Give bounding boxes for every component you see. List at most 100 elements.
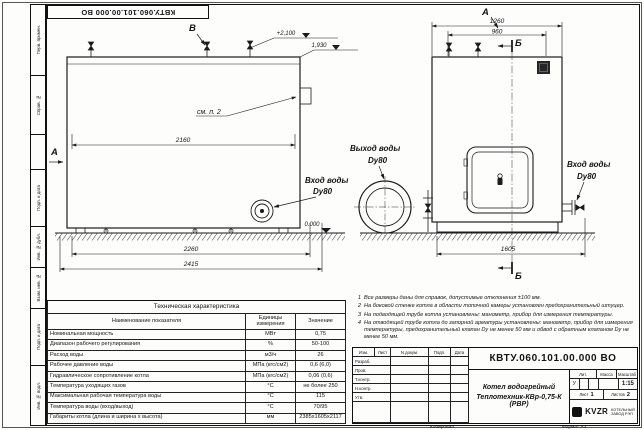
sheet-label: Лист: [579, 392, 589, 397]
top-valve-icon: [445, 42, 482, 57]
company-name: КОТЕЛЬНЫЙ ЗАВОД РЭП: [611, 408, 635, 416]
tech-cell: °С: [245, 402, 296, 414]
dim-1605-lines: [436, 218, 586, 257]
empty-cell: [451, 366, 469, 375]
margin-label: Инв. № дубл.: [35, 233, 41, 261]
rev-header-sign: Подп.: [429, 348, 451, 357]
note-number: 3: [357, 311, 361, 318]
tech-cell: Габариты котла (длина и ширина х высота): [47, 412, 246, 424]
furnace-door: [463, 146, 534, 214]
tech-cell: 70/95: [294, 402, 347, 414]
tech-cell: МПа (кгс/см2): [245, 360, 296, 372]
see-note-callout: см. п. 2: [197, 109, 221, 116]
view-letter-b: В: [189, 23, 196, 34]
section-letter-top: Б: [515, 38, 522, 49]
see-note-leader: [226, 96, 297, 117]
tech-cell: МПа (кгс/см2): [245, 370, 296, 383]
tech-cell: %: [245, 339, 296, 351]
empty-cell: [353, 402, 391, 423]
inlet-stub-icon: [562, 200, 585, 215]
margin-label: Справ. №: [35, 94, 41, 116]
sheet-value: 1: [590, 391, 594, 398]
view-letter-a-top: А: [481, 7, 489, 18]
empty-cell: [451, 393, 469, 402]
rev-header-date: Дата: [451, 348, 469, 357]
door-hinge-icon: [463, 191, 468, 200]
view-letter-a-left: А: [50, 147, 58, 158]
dim-side-width-base: 1605: [501, 246, 516, 253]
tech-cell: Диапазон рабочего регулирования: [47, 339, 246, 351]
scale-value: 1:15: [621, 381, 634, 387]
level-mark-zero: 0.000: [304, 222, 331, 233]
tech-cell: 2385х1605х2117: [294, 412, 347, 424]
mass-label: Масса: [597, 370, 617, 378]
outlet-leader: [378, 165, 385, 180]
empty-cell: [391, 366, 429, 375]
role-developed: Разраб.: [353, 357, 391, 366]
boiler-drawing: 2160 2260 2415 +2,100 1,930: [49, 7, 610, 282]
margin-box: Справ. №: [31, 76, 45, 135]
empty-cell: [429, 357, 451, 366]
water-outlet-flange-icon: [354, 176, 416, 237]
tech-header-value: Значение: [294, 313, 347, 330]
drain-valve-icon: [103, 228, 234, 234]
dim-2415-lines: [59, 223, 323, 272]
level-mark-2100: +2,100: [249, 31, 338, 49]
level-mid-label: 1,930: [311, 43, 327, 49]
tech-cell: 26: [294, 349, 347, 362]
view-b-arrow-icon: [196, 33, 206, 46]
margin-box: Подп. и дата: [31, 170, 45, 227]
control-box: [537, 61, 550, 74]
ground-hatch-left: [55, 232, 345, 241]
role-approved: Утв.: [353, 393, 391, 402]
margin-label: Подп. и дата: [35, 185, 41, 211]
margin-label: Подп. и дата: [35, 324, 41, 350]
product-name-line2: Теплотехник-КВр-0,75-К (РВР): [476, 393, 562, 409]
tech-cell: 0,75: [294, 328, 347, 341]
water-inlet-flange-icon: [250, 199, 274, 223]
dim-front-width: 2160: [175, 137, 191, 144]
margin-label: Взам. инв. №: [35, 274, 41, 302]
level-mark-1930: 1,930: [299, 43, 358, 58]
tech-cell: 115: [294, 391, 347, 404]
footer-copied-label: Копировал: [430, 424, 455, 430]
empty-cell: [391, 357, 429, 366]
role-ncontrol: Н.контр.: [353, 384, 391, 393]
door-hinge-icon: [463, 158, 468, 167]
empty-cell: [391, 375, 429, 384]
mass-value: [599, 379, 619, 389]
boiler-side-view: [423, 42, 585, 233]
role-checked: Пров.: [353, 366, 391, 375]
tech-cell: °С: [245, 391, 296, 404]
tech-cell: Расход воды: [47, 349, 246, 362]
title-block-main: КВТУ.060.101.00.000 ВО Котел водогрейный…: [469, 348, 637, 423]
margin-label: Перв. примен.: [35, 25, 41, 55]
kvzr-logo-icon: [572, 406, 583, 417]
dim-2160-lines: [71, 134, 296, 149]
company-line2: ЗАВОД РЭП: [611, 411, 633, 416]
tech-cell: Номинальная мощность: [47, 328, 246, 341]
empty-cell: [429, 393, 451, 402]
sheets-label: Листов: [611, 392, 625, 397]
company-line1: КОТЕЛЬНЫЙ: [611, 407, 635, 412]
product-name-line1: Котел водогрейный: [482, 383, 556, 391]
dim-2260-lines: [71, 223, 311, 257]
tech-cell: 0,06 (0,6): [294, 370, 347, 383]
title-block-revisions: Изм. Лист N докум. Подп. Дата Разраб. Пр…: [353, 348, 469, 423]
empty-cell: [429, 384, 451, 393]
margin-box: [31, 135, 45, 170]
empty-cell: [451, 357, 469, 366]
footer-format-label: Формат А3: [562, 424, 587, 430]
company-abbr: KVZR: [585, 407, 609, 416]
tech-cell: 0,6 (6,0): [294, 360, 347, 372]
margin-box: Подп. и дата: [31, 309, 45, 366]
ground-hatch-right: [360, 232, 595, 241]
section-letter-bottom: Б: [515, 271, 522, 282]
